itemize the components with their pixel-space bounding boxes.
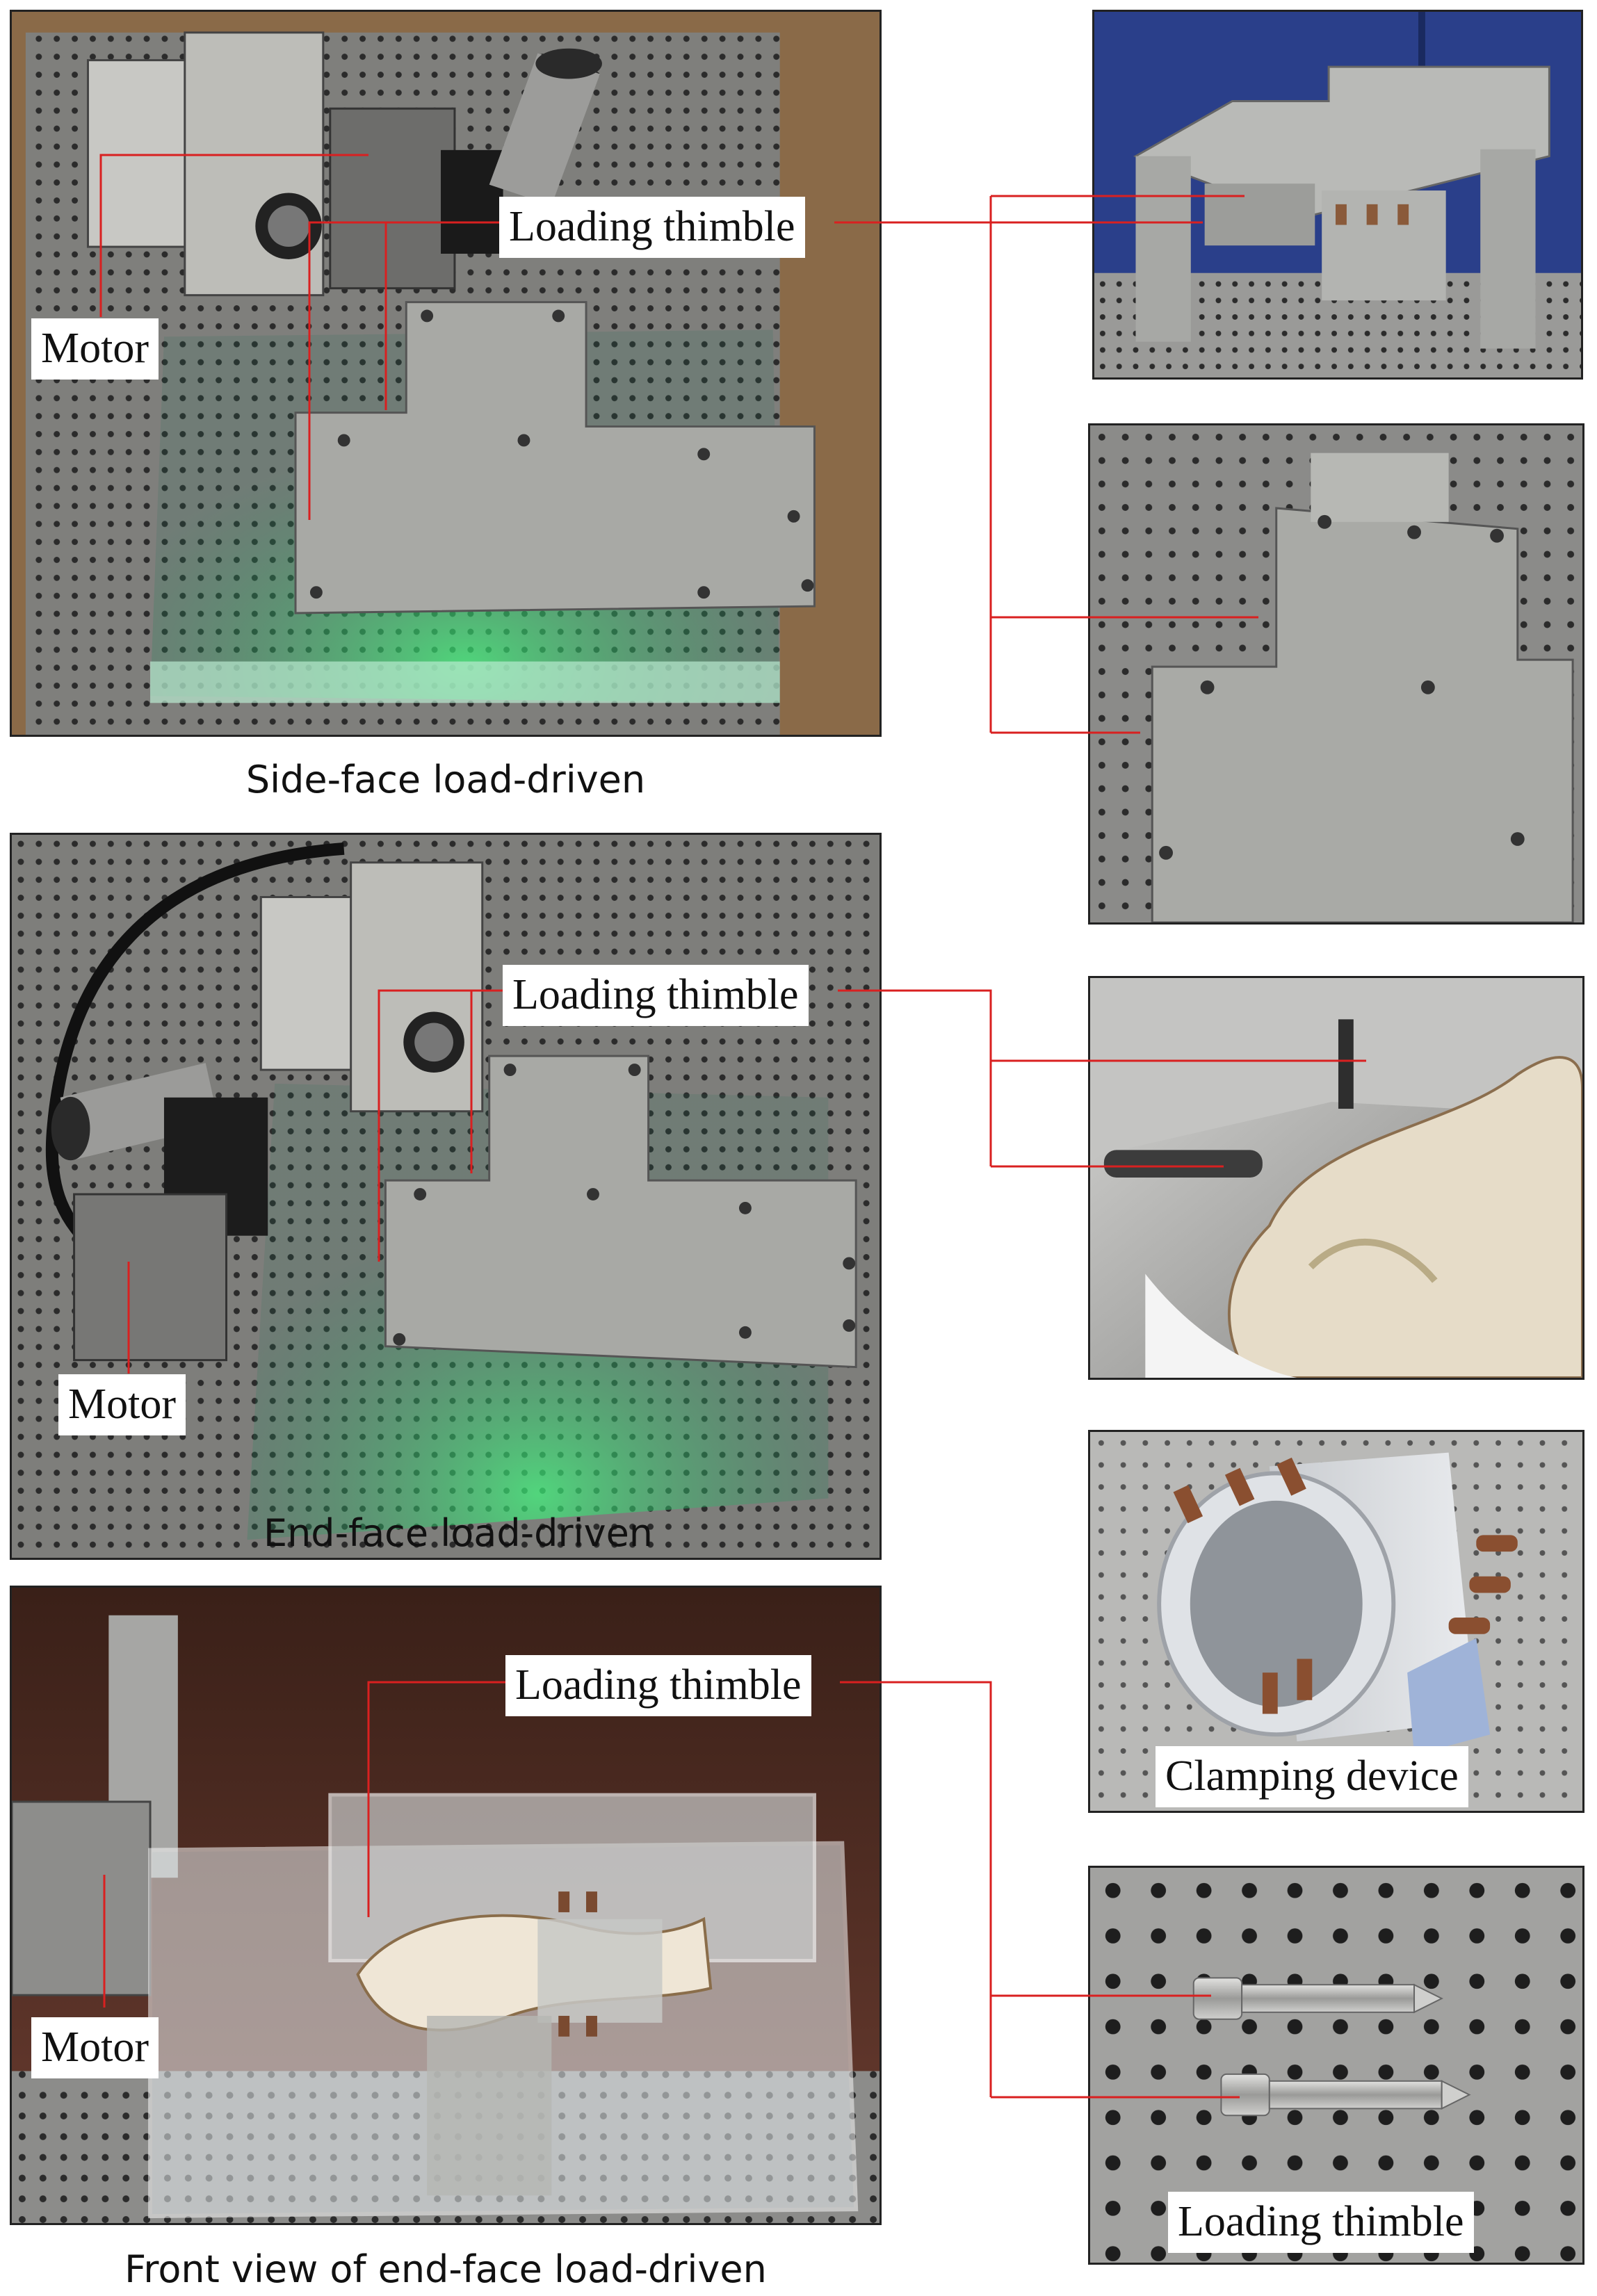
clamping-device-illustration xyxy=(1090,1432,1582,1811)
label-clamping-device: Clamping device xyxy=(1156,1746,1468,1807)
thimble-frame-illustration xyxy=(1094,12,1581,377)
label-motor-side: Motor xyxy=(31,318,159,380)
thimble-closeup-illustration xyxy=(1090,425,1582,922)
thimble-closeup-photo xyxy=(1088,423,1584,925)
caption-end-face: End-face load-driven xyxy=(263,1511,654,1555)
thimble-frame-photo xyxy=(1092,10,1583,380)
label-loading-thimble-end: Loading thimble xyxy=(503,965,809,1026)
label-loading-thimble-parts: Loading thimble xyxy=(1168,2192,1474,2253)
label-loading-thimble-front: Loading thimble xyxy=(505,1655,811,1716)
label-motor-end: Motor xyxy=(58,1374,186,1435)
label-motor-front: Motor xyxy=(31,2017,159,2078)
end-face-photo xyxy=(10,833,882,1560)
end-face-illustration xyxy=(12,835,879,1558)
caption-side-face: Side-face load-driven xyxy=(245,758,646,801)
clamping-device-photo xyxy=(1088,1430,1584,1813)
label-loading-thimble-side: Loading thimble xyxy=(499,197,805,258)
thimble-bone-contact-illustration xyxy=(1090,978,1582,1378)
caption-front-view: Front view of end-face load-driven xyxy=(124,2247,767,2291)
thimble-bone-contact-photo xyxy=(1088,976,1584,1380)
